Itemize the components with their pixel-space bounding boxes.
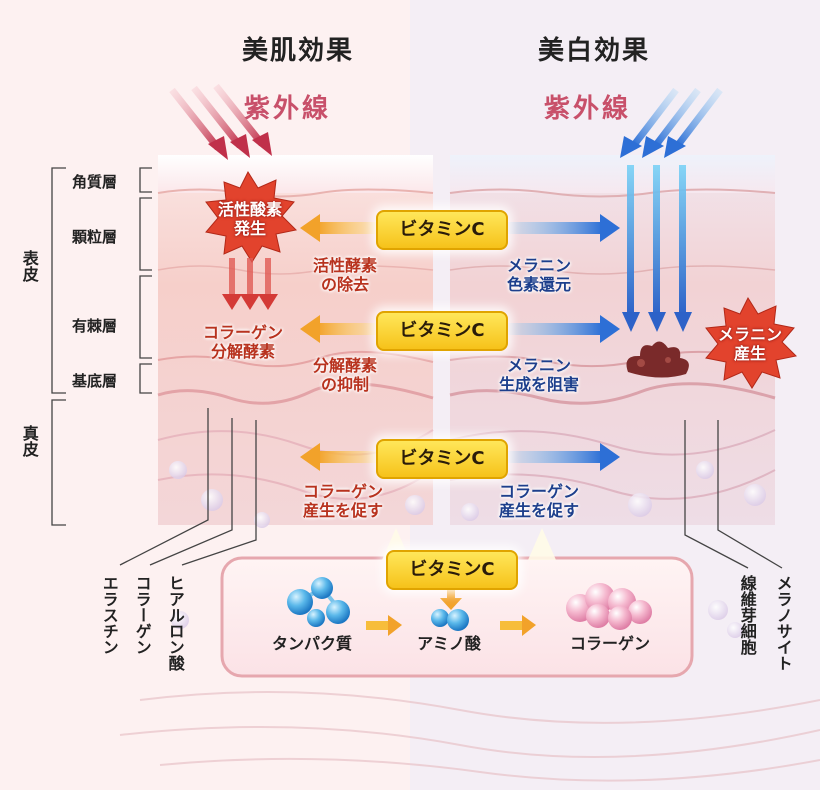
uv-label-left: 紫外線 — [244, 94, 332, 124]
label-amino-acid: アミノ酸 — [417, 634, 481, 653]
title-beauty-skin: 美肌効果 — [242, 36, 355, 66]
label-enzyme-inhibition: 分解酵素 の抑制 — [312, 356, 377, 394]
row3-arrows — [300, 443, 620, 471]
melanin-blob — [626, 341, 689, 378]
layer-basal: 基底層 — [72, 372, 118, 390]
amino-molecule — [431, 586, 469, 631]
label-fibroblast: 線維芽細胞 — [737, 575, 757, 655]
label-collagen-promote-left: コラーゲン 産生を促す — [302, 482, 383, 520]
layer-spinous: 有棘層 — [72, 317, 118, 335]
synthesis-arrows — [366, 615, 536, 636]
uv-beams — [622, 165, 692, 332]
label-elastin: エラスチン — [99, 575, 119, 655]
row1-arrows — [300, 214, 620, 242]
label-ros-generated: 活性酸素 発生 — [217, 200, 282, 238]
layer-brackets — [51, 167, 152, 526]
dermis-cells — [169, 461, 766, 638]
protein-molecule — [287, 577, 350, 627]
label-collagen-promote-right: コラーゲン 産生を促す — [498, 482, 579, 520]
label-collagen-product: コラーゲン — [569, 634, 650, 653]
label-melanocyte: メラノサイト — [773, 575, 793, 671]
fiber-leaders — [119, 408, 783, 569]
bottom-fibers — [119, 691, 820, 782]
vitamin-c-box-3: ビタミンC — [376, 439, 508, 479]
ros-to-enzyme-arrows — [222, 258, 278, 310]
label-epidermis: 表皮 — [19, 250, 39, 282]
label-ros-removal: 活性酵素 の除去 — [312, 256, 377, 294]
vitamin-c-box-1: ビタミンC — [376, 210, 508, 250]
uv-label-right: 紫外線 — [544, 94, 632, 124]
title-whitening: 美白効果 — [538, 36, 651, 66]
collagen-molecule — [566, 583, 652, 630]
label-melanin-reduction: メラニン 色素還元 — [506, 256, 571, 294]
vitamin-c-box-4: ビタミンC — [386, 550, 518, 590]
label-collagenase: コラーゲン 分解酵素 — [202, 323, 283, 361]
row2-arrows — [300, 315, 620, 343]
melanin-starburst — [705, 296, 798, 389]
label-hyaluronic-acid: ヒアルロン酸 — [165, 575, 185, 671]
label-protein: タンパク質 — [271, 634, 352, 653]
label-melanin-inhibition: メラニン 生成を阻害 — [498, 356, 579, 394]
vitamin-c-box-2: ビタミンC — [376, 311, 508, 351]
label-dermis: 真皮 — [19, 425, 39, 457]
uv-arrows-right — [620, 87, 723, 158]
uv-arrows-left — [169, 83, 272, 160]
label-melanin-production: メラニン 産生 — [717, 325, 782, 363]
layer-granular: 顆粒層 — [72, 228, 118, 246]
label-collagen-fiber: コラーゲン — [132, 575, 152, 655]
layer-stratum-corneum: 角質層 — [72, 173, 118, 191]
